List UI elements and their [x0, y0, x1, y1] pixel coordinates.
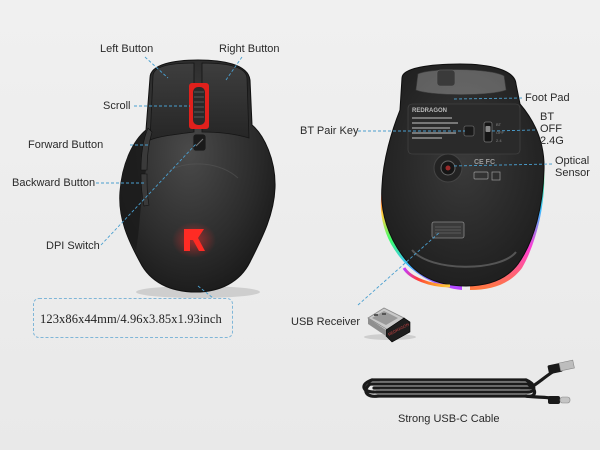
label-dpi-switch: DPI Switch	[46, 240, 100, 252]
label-left-button: Left Button	[100, 43, 154, 55]
label-cable: Strong USB-C Cable	[398, 413, 500, 425]
label-usb-receiver: USB Receiver	[291, 316, 361, 328]
mouse-top-view	[119, 59, 276, 298]
mouse-bottom-view: REDRAGON BT OFF 2.4	[380, 63, 545, 290]
label-scroll: Scroll	[103, 100, 131, 112]
leader-lines	[96, 56, 553, 306]
label-backward-button: Backward Button	[12, 177, 96, 189]
label-optical-sensor-line2: Sensor	[555, 167, 590, 179]
svg-text:CE FC: CE FC	[474, 159, 495, 166]
label-optical-sensor-line1: Optical	[555, 155, 590, 167]
svg-text:2.4: 2.4	[496, 138, 502, 143]
label-forward-button: Forward Button	[28, 139, 104, 151]
label-mode-off: OFF	[540, 123, 562, 135]
label-mode-24g: 2.4G	[540, 135, 564, 147]
label-mode-bt: BT	[540, 111, 555, 123]
usb-receiver-image: REDRAGON	[364, 307, 416, 343]
usb-c-connector	[548, 396, 571, 404]
usb-a-connector	[547, 359, 575, 375]
dimensions-text: 123x86x44mm/4.96x3.85x1.93inch	[40, 312, 222, 326]
label-right-button: Right Button	[219, 43, 280, 55]
usb-c-cable-image	[362, 368, 558, 402]
dimensions-box	[33, 298, 233, 338]
svg-text:BT: BT	[496, 122, 502, 127]
brand-text: REDRAGON	[412, 108, 447, 114]
label-bt-pair-key: BT Pair Key	[300, 125, 359, 137]
svg-text:OFF: OFF	[496, 130, 505, 135]
label-foot-pad: Foot Pad	[525, 92, 570, 104]
